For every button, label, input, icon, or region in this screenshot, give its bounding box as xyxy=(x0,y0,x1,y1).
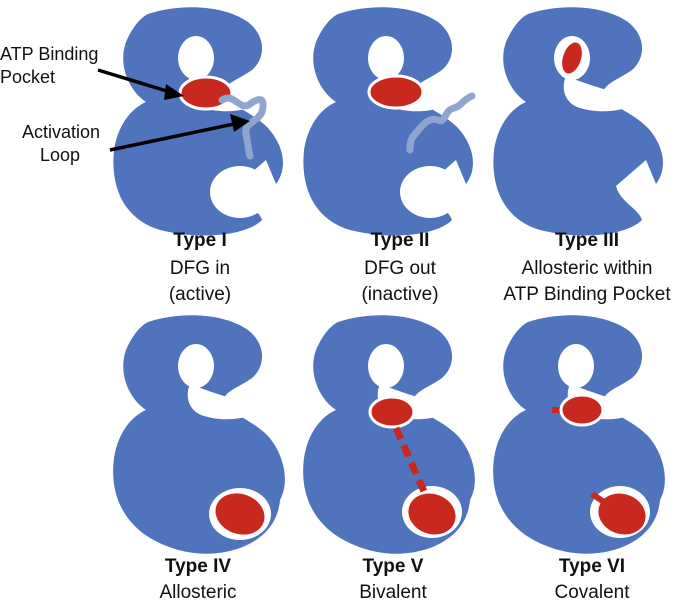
panel-type-iv: Type IV Allosteric xyxy=(113,315,285,603)
desc-type-v: Bivalent xyxy=(359,582,427,603)
bivalent-linker xyxy=(392,426,430,498)
covalent-bond-bottom xyxy=(590,491,606,505)
inhibitor-allosteric xyxy=(215,493,265,535)
title-type-ii: Type II xyxy=(371,230,430,251)
title-type-vi: Type VI xyxy=(559,556,625,577)
arrow-activation-loop xyxy=(109,114,250,152)
panel-type-v: Type V Bivalent xyxy=(303,315,475,603)
title-type-iv: Type IV xyxy=(165,556,231,577)
panel-type-iii: Type III Allosteric within ATP Binding P… xyxy=(493,7,671,305)
activation-loop xyxy=(218,94,267,160)
inhibitor-covalent-top xyxy=(559,393,605,427)
desc-type-ii-line1: DFG out xyxy=(364,258,437,279)
arrow-atp-pocket xyxy=(97,68,184,100)
activation-loop-out xyxy=(408,92,476,142)
panel-type-ii: Type II DFG out (inactive) xyxy=(303,7,476,305)
desc-type-iv: Allosteric xyxy=(159,582,236,603)
panel-type-vi: Type VI Covalent xyxy=(493,315,665,603)
kinase-type-ii xyxy=(303,7,473,236)
inhibitor-covalent-bottom xyxy=(598,493,646,535)
desc-type-vi: Covalent xyxy=(555,582,631,603)
title-type-iii: Type III xyxy=(555,230,619,251)
inhibitor-bivalent-bottom xyxy=(408,493,456,535)
desc-type-i-line1: DFG in xyxy=(170,258,230,279)
inhibitor-atp-site xyxy=(178,75,234,111)
desc-type-i-line2: (active) xyxy=(169,284,231,305)
title-type-i: Type I xyxy=(173,230,227,251)
title-type-v: Type V xyxy=(363,556,424,577)
inhibitor-allosteric-atp xyxy=(560,40,584,76)
inhibitor-bivalent-top xyxy=(368,395,416,429)
kinase-type-iii xyxy=(493,7,663,236)
desc-type-iii-line2: ATP Binding Pocket xyxy=(503,284,671,305)
inhibitor-dfg-out xyxy=(367,74,425,110)
desc-type-iii-line1: Allosteric within xyxy=(522,258,653,279)
panel-type-i: ATP Binding Pocket Activation Loop Type … xyxy=(0,7,283,305)
label-activation-loop: Activation Loop xyxy=(22,122,105,165)
label-atp-binding-pocket: ATP Binding Pocket xyxy=(0,44,103,87)
desc-type-ii-line2: (inactive) xyxy=(361,284,438,305)
